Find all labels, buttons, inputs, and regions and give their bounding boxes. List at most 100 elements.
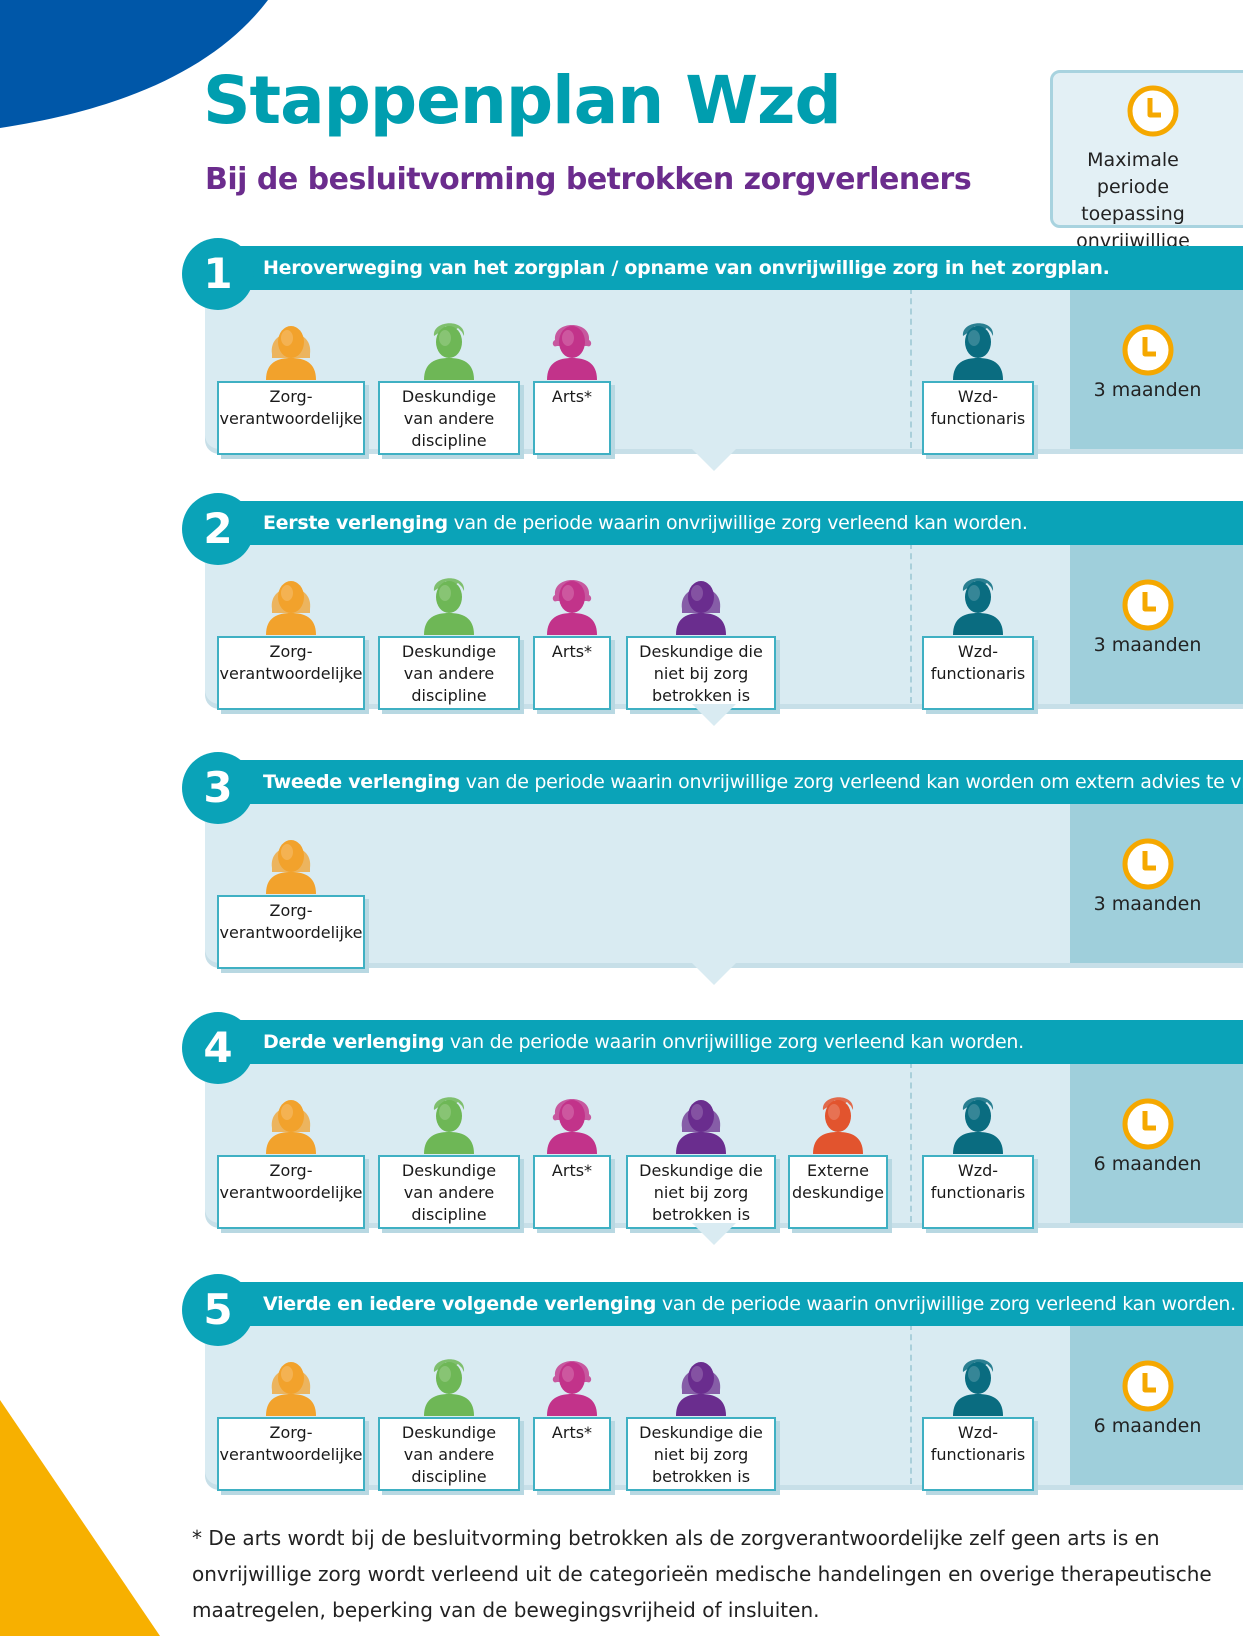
role-card-line: Wzd-	[957, 642, 999, 661]
role-card-zorgverantwoordelijke: Zorg-verantwoordelijke	[217, 636, 365, 710]
role-card-line: Zorg-	[269, 387, 313, 406]
step-description-rest: van de periode waarin onvrijwillige zorg…	[444, 1031, 1024, 1053]
step-connector-arrow	[692, 1223, 736, 1245]
legend-box: Maximale periode toepassing onvrijwillig…	[1050, 70, 1243, 279]
person-deskundige-andere-discipline-icon	[424, 578, 474, 635]
clock-icon	[1122, 1098, 1174, 1150]
person-deskundige-niet-betrokken-icon	[676, 581, 726, 635]
role-card-line: discipline	[411, 431, 487, 450]
person-wzd-functionaris-icon	[953, 1359, 1003, 1416]
divider-line	[910, 543, 912, 703]
step-description-bold: Derde verlenging	[263, 1031, 445, 1053]
role-card-deskundige-andere-discipline: Deskundige van andere discipline	[378, 1417, 520, 1491]
clock-icon	[1122, 324, 1174, 376]
step-description: Eerste verlenging van de periode waarin …	[263, 501, 1028, 545]
step-connector-arrow	[692, 704, 736, 726]
person-arts-icon	[547, 1099, 597, 1154]
role-card-line: van andere	[403, 409, 495, 428]
role-card-line: betrokken is	[651, 1467, 751, 1486]
role-card-line: verantwoordelijke	[219, 923, 363, 942]
person-arts-icon	[547, 325, 597, 380]
role-card-line: Deskundige die	[639, 1161, 763, 1180]
role-card-line: van andere	[403, 1445, 495, 1464]
step-2: Eerste verlenging van de periode waarin …	[0, 493, 1243, 733]
period-label: 3 maanden	[1093, 379, 1202, 401]
period-label: 3 maanden	[1093, 893, 1202, 915]
person-deskundige-andere-discipline-icon	[424, 1097, 474, 1154]
divider-line	[910, 1324, 912, 1484]
person-deskundige-niet-betrokken-icon	[676, 1362, 726, 1416]
clock-icon	[1122, 1360, 1174, 1412]
step-description-bold: Eerste verlenging	[263, 512, 448, 534]
step-header-band: Derde verlenging van de periode waarin o…	[230, 1020, 1243, 1064]
person-zorgverantwoordelijke-icon	[266, 840, 316, 894]
step-description-rest: van de periode waarin onvrijwillige zorg…	[460, 771, 1243, 793]
person-wzd-functionaris-icon	[953, 578, 1003, 635]
role-card-line: discipline	[411, 1467, 487, 1486]
role-card-line: Externe	[807, 1161, 869, 1180]
role-card-line: Zorg-	[269, 642, 313, 661]
role-card-line: Wzd-	[957, 1423, 999, 1442]
role-card-line: Arts*	[551, 387, 593, 406]
period-label: 6 maanden	[1093, 1415, 1202, 1437]
role-card-arts: Arts*	[533, 1155, 611, 1229]
role-card-line: Arts*	[551, 642, 593, 661]
period-label: 6 maanden	[1093, 1153, 1202, 1175]
step-header-band: Tweede verlenging van de periode waarin …	[230, 760, 1243, 804]
step-description-rest: van de periode waarin onvrijwillige zorg…	[447, 512, 1028, 534]
person-arts-icon	[547, 580, 597, 635]
step-4: Derde verlenging van de periode waarin o…	[0, 1012, 1243, 1252]
role-card-line: Deskundige	[401, 387, 497, 406]
step-number: 5	[182, 1274, 254, 1346]
role-card-line: van andere	[403, 664, 495, 683]
role-card-line: van andere	[403, 1183, 495, 1202]
person-wzd-functionaris-icon	[953, 323, 1003, 380]
step-description-bold: Vierde en iedere volgende verlenging	[263, 1293, 657, 1315]
step-panel	[205, 796, 1243, 963]
role-card-line: functionaris	[930, 1445, 1026, 1464]
role-card-line: betrokken is	[651, 1205, 751, 1224]
role-card-line: Deskundige	[401, 642, 497, 661]
role-card-line: verantwoordelijke	[219, 409, 363, 428]
role-card-line: verantwoordelijke	[219, 1445, 363, 1464]
step-header-band: Vierde en iedere volgende verlenging van…	[230, 1282, 1243, 1326]
page-subtitle: Bij de besluitvorming betrokken zorgverl…	[205, 162, 972, 197]
role-card-line: discipline	[411, 1205, 487, 1224]
role-card-line: functionaris	[930, 1183, 1026, 1202]
role-card-externe-deskundige: Externe deskundige	[788, 1155, 888, 1229]
step-number: 2	[182, 493, 254, 565]
role-card-line: Deskundige	[401, 1423, 497, 1442]
step-description-bold: Tweede verlenging	[263, 771, 461, 793]
person-wzd-functionaris-icon	[953, 1097, 1003, 1154]
role-card-line: verantwoordelijke	[219, 1183, 363, 1202]
role-card-zorgverantwoordelijke: Zorg-verantwoordelijke	[217, 381, 365, 455]
step-connector-arrow	[692, 449, 736, 471]
clock-icon	[1122, 579, 1174, 631]
role-card-line: Wzd-	[957, 1161, 999, 1180]
footnote-line: * De arts wordt bij de besluitvorming be…	[192, 1526, 1160, 1550]
role-card-line: deskundige	[792, 1183, 884, 1202]
step-description: Heroverweging van het zorgplan / opname …	[263, 246, 1110, 290]
role-card-zorgverantwoordelijke: Zorg-verantwoordelijke	[217, 1417, 365, 1491]
step-description-rest: van de periode waarin onvrijwillige zorg…	[656, 1293, 1236, 1315]
person-zorgverantwoordelijke-icon	[266, 581, 316, 635]
period-label: 3 maanden	[1093, 634, 1202, 656]
step-5: Vierde en iedere volgende verlenging van…	[0, 1274, 1243, 1514]
role-card-line: Arts*	[551, 1161, 593, 1180]
divider-line	[910, 1062, 912, 1222]
role-card-wzd-functionaris: Wzd-functionaris	[922, 1417, 1034, 1491]
step-3: Tweede verlenging van de periode waarin …	[0, 752, 1243, 992]
step-number: 3	[182, 752, 254, 824]
role-card-zorgverantwoordelijke: Zorg-verantwoordelijke	[217, 895, 365, 969]
role-card-line: betrokken is	[651, 686, 751, 705]
role-card-wzd-functionaris: Wzd-functionaris	[922, 1155, 1034, 1229]
role-card-line: discipline	[411, 686, 487, 705]
role-card-line: Zorg-	[269, 901, 313, 920]
role-card-line: Deskundige die	[639, 642, 763, 661]
role-card-line: functionaris	[930, 664, 1026, 683]
legend-line: Maximale periode	[1087, 149, 1179, 198]
role-card-line: Wzd-	[957, 387, 999, 406]
